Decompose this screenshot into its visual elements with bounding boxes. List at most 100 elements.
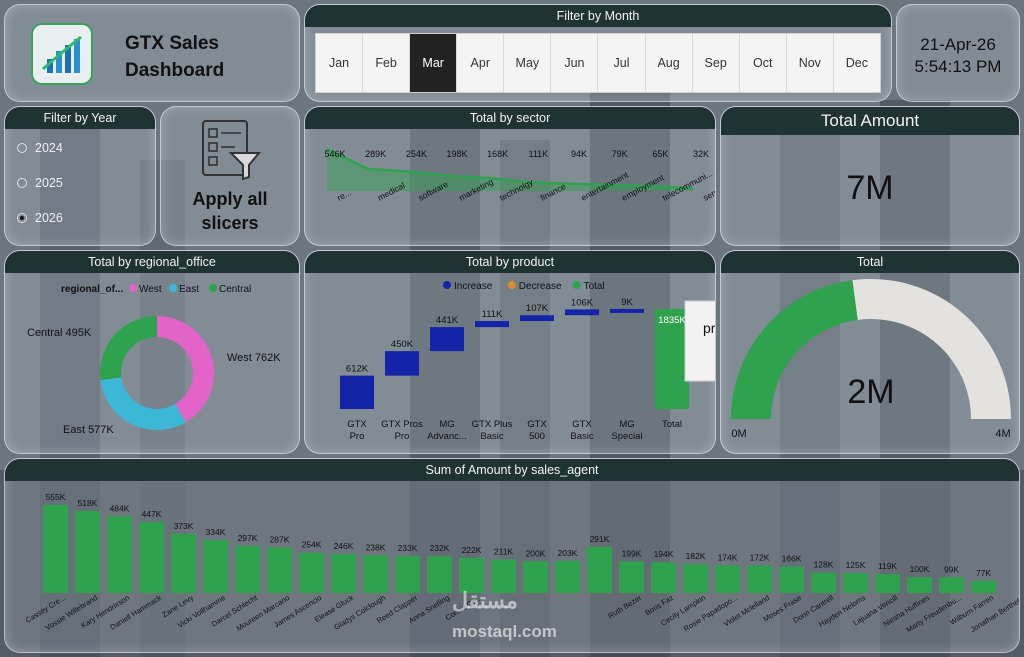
product-tick-label: Advanc...	[427, 431, 467, 442]
agent-data-label: 194K	[654, 549, 674, 559]
product-chart-title: Total by product	[305, 251, 715, 273]
agent-data-label: 172K	[750, 553, 770, 563]
agent-data-label: 199K	[622, 548, 642, 558]
sector-data-label: 111K	[528, 149, 548, 159]
datetime-card: 21-Apr-26 5:54:13 PM	[896, 4, 1020, 102]
product-tick-label: Basic	[480, 431, 503, 442]
regional-data-label: Central 495K	[27, 327, 92, 339]
agent-bar	[523, 561, 548, 593]
sector-area	[327, 149, 693, 191]
gauge-track	[852, 279, 1011, 419]
product-tick-label: Basic	[570, 431, 593, 442]
radio-button[interactable]	[17, 213, 27, 223]
month-option-aug[interactable]: Aug	[646, 34, 693, 92]
month-option-oct[interactable]: Oct	[740, 34, 787, 92]
dashboard-title-line2: Dashboard	[125, 60, 225, 81]
month-option-may[interactable]: May	[504, 34, 552, 92]
year-option-2026[interactable]: 2026	[17, 211, 63, 225]
donut-slice-west	[157, 316, 215, 423]
agent-bar	[843, 573, 868, 593]
agent-bar	[779, 566, 804, 593]
month-option-apr[interactable]: Apr	[457, 34, 505, 92]
month-option-mar[interactable]: Mar	[410, 34, 458, 92]
product-bar	[340, 375, 374, 409]
month-option-jul[interactable]: Jul	[598, 34, 646, 92]
agent-bar	[107, 516, 132, 593]
agent-data-label: 484K	[110, 503, 130, 513]
title-card: GTX Sales Dashboard	[4, 4, 300, 102]
agent-tick-label: Jonathan Berthelot	[969, 593, 1020, 634]
agent-bar	[875, 574, 900, 593]
product-tick-label: MG	[439, 419, 454, 430]
sector-data-label: 254K	[406, 149, 427, 159]
sector-data-label: 94K	[571, 149, 587, 159]
agent-bar	[619, 561, 644, 593]
agent-bar	[43, 505, 68, 593]
sector-data-label: 65K	[652, 149, 668, 159]
product-tick-label: GTX	[527, 419, 547, 430]
year-option-2024[interactable]: 2024	[17, 141, 63, 155]
total-amount-card: Total Amount 7M	[720, 106, 1020, 246]
regional-legend-item: East	[179, 284, 199, 295]
bar-chart-logo-icon	[31, 23, 93, 85]
product-tick-label: GTX	[572, 419, 592, 430]
agent-bar	[331, 553, 356, 593]
sector-chart-title: Total by sector	[305, 107, 715, 129]
product-bar	[520, 315, 554, 322]
product-bar	[385, 351, 419, 376]
month-option-feb[interactable]: Feb	[363, 34, 411, 92]
product-data-label: 441K	[436, 315, 459, 326]
agent-data-label: 200K	[526, 548, 546, 558]
legend-marker	[443, 281, 451, 289]
agent-data-label: 182K	[686, 551, 706, 561]
product-data-label: 9K	[621, 297, 633, 308]
agent-data-label: 211K	[494, 547, 514, 557]
agent-data-label: 174K	[718, 552, 738, 562]
product-data-label: 106K	[571, 297, 594, 308]
agent-data-label: 291K	[590, 534, 610, 544]
product-tick-label: Pro	[350, 431, 365, 442]
product-tooltip	[684, 300, 715, 382]
product-tick-label: MG	[619, 419, 634, 430]
month-option-dec[interactable]: Dec	[845, 56, 869, 70]
gauge-title: Total	[721, 251, 1019, 273]
product-bar	[475, 321, 509, 328]
agent-bar	[939, 577, 964, 593]
agent-bar	[651, 562, 676, 593]
dashboard-title-line1: GTX Sales	[125, 33, 219, 54]
donut-slice-east	[100, 377, 186, 430]
product-legend-item: Total	[584, 281, 605, 292]
month-option-jan[interactable]: Jan	[316, 34, 364, 92]
sector-data-label: 198K	[446, 149, 467, 159]
agent-data-label: 233K	[398, 543, 418, 553]
month-filter-title: Filter by Month	[305, 5, 891, 27]
radio-button[interactable]	[17, 178, 27, 188]
apply-slicers-button[interactable]: Apply all slicers	[160, 106, 300, 246]
agent-data-label: 232K	[430, 543, 450, 553]
radio-button[interactable]	[17, 143, 27, 153]
watermark-arabic: مستقل	[452, 588, 518, 613]
year-label: 2024	[35, 141, 63, 155]
agent-bar	[683, 564, 708, 593]
agent-tick-label: Marty Freudenbu...	[905, 593, 964, 634]
agent-data-label: 238K	[366, 542, 386, 552]
year-option-2025[interactable]: 2025	[17, 176, 63, 190]
product-data-label: 612K	[346, 364, 369, 375]
sector-tick-label: services	[701, 179, 716, 202]
month-option-jun[interactable]: Jun	[551, 34, 599, 92]
product-tick-label: Pro	[395, 431, 410, 442]
agent-tick-label: Ruth Bezer	[606, 593, 643, 621]
agent-data-label: 447K	[142, 509, 162, 519]
month-option-nov[interactable]: Nov	[787, 34, 834, 92]
agent-bar	[299, 552, 324, 593]
month-option-sep[interactable]: Sep	[693, 34, 740, 92]
legend-marker	[209, 284, 217, 292]
